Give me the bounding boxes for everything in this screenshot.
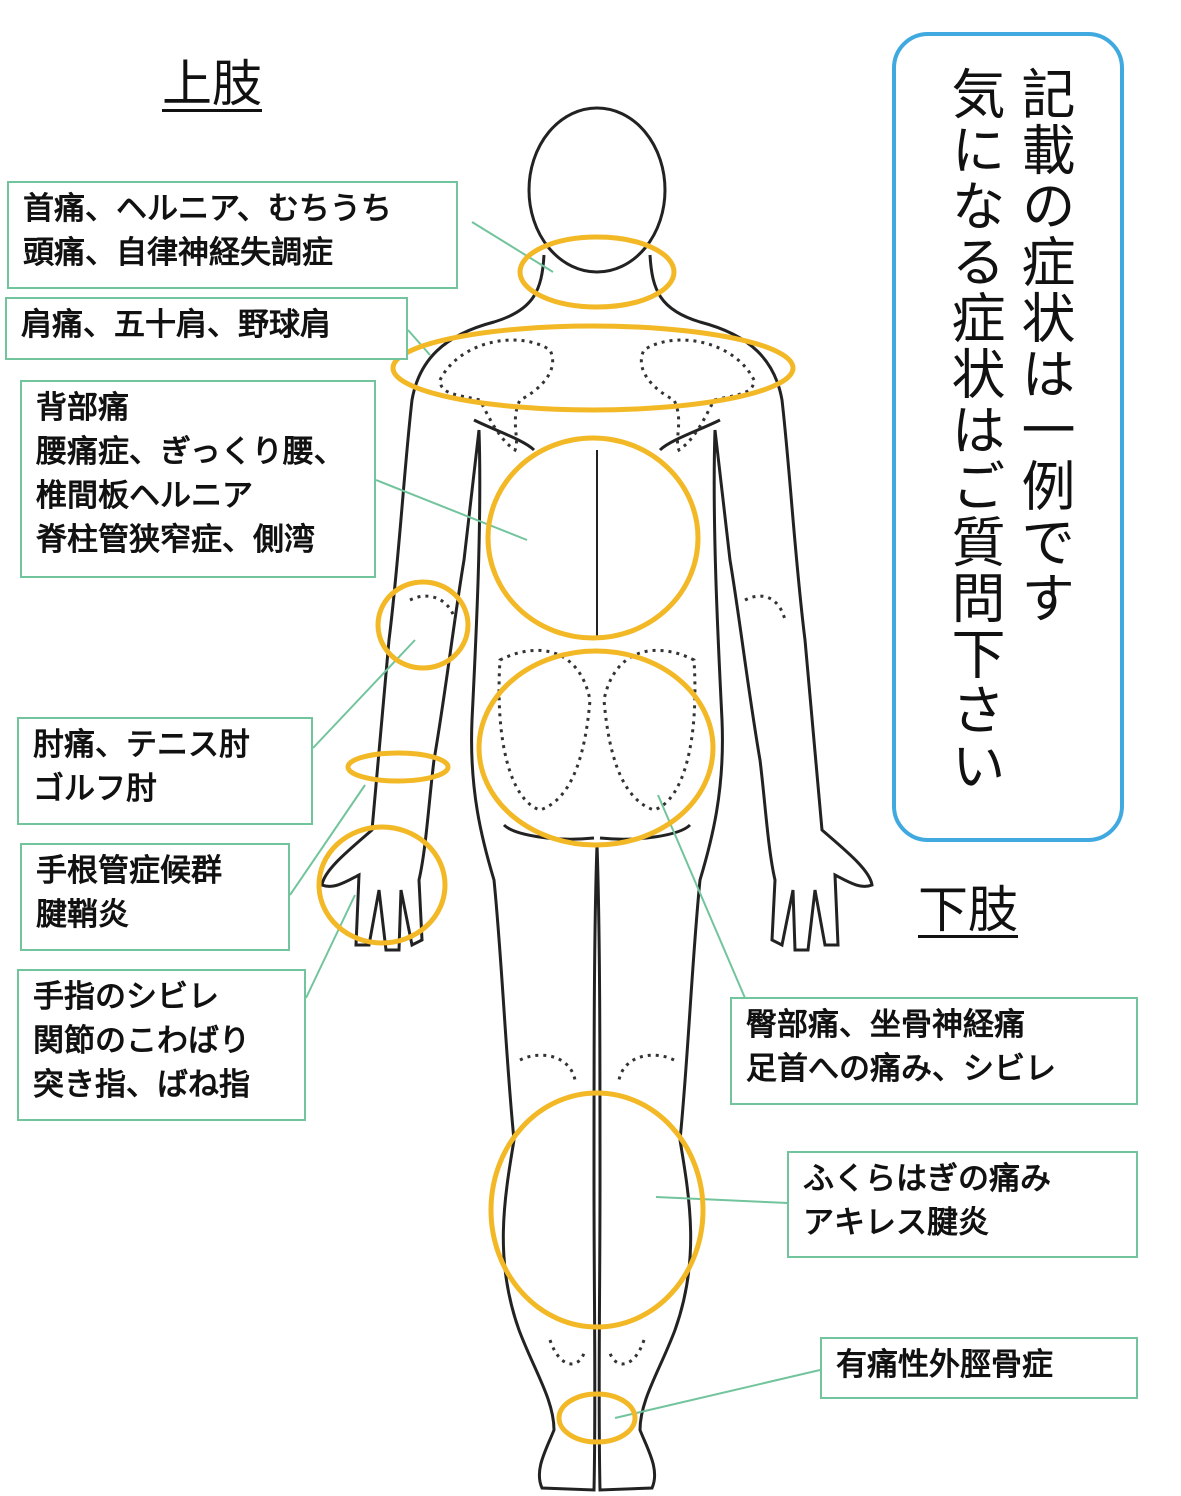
body-right-half bbox=[595, 254, 874, 1492]
skeleton-dotted bbox=[409, 338, 787, 1366]
label-shoulder: 肩痛、五十肩、野球肩 bbox=[5, 297, 408, 360]
label-fingers: 手指のシビレ 関節のこわばり 突き指、ばね指 bbox=[17, 969, 306, 1121]
body-left-half bbox=[320, 254, 599, 1492]
wrist-highlight bbox=[345, 750, 451, 784]
upper-limb-heading: 上肢 bbox=[162, 55, 262, 113]
label-line: 足首への痛み、シビレ bbox=[746, 1051, 1056, 1087]
head bbox=[527, 106, 667, 274]
elbow-highlight bbox=[375, 579, 471, 671]
hip-highlight bbox=[476, 648, 716, 848]
neck-highlight bbox=[517, 234, 677, 310]
label-ankle: 有痛性外脛骨症 bbox=[820, 1337, 1138, 1399]
label-wrist: 手根管症候群 腱鞘炎 bbox=[20, 843, 290, 951]
label-line: 肩痛、五十肩、野球肩 bbox=[21, 307, 331, 343]
ankle-highlight bbox=[556, 1391, 638, 1445]
label-line: 手指のシビレ bbox=[33, 979, 219, 1015]
back-highlight bbox=[485, 435, 701, 641]
label-neck: 首痛、ヘルニア、むちうち 頭痛、自律神経失調症 bbox=[7, 181, 458, 289]
label-line: 手根管症候群 bbox=[36, 853, 222, 889]
label-line: 突き指、ばね指 bbox=[33, 1067, 250, 1103]
calf-highlight bbox=[488, 1090, 706, 1330]
label-line: 背部痛 bbox=[36, 390, 129, 426]
note-line-2: 気になる症状はご質問下さい bbox=[942, 66, 1005, 794]
label-calf: ふくらはぎの痛み アキレス腱炎 bbox=[787, 1151, 1138, 1258]
label-line: 関節のこわばり bbox=[33, 1023, 250, 1059]
note-line-1: 記載の症状は一例です bbox=[1012, 66, 1075, 626]
label-back: 背部痛 腰痛症、ぎっくり腰、 椎間板ヘルニア 脊柱管狭窄症、側湾 bbox=[20, 380, 376, 578]
highlight-circles bbox=[316, 234, 796, 1445]
label-line: ゴルフ肘 bbox=[33, 771, 157, 807]
label-line: 頭痛、自律神経失調症 bbox=[23, 235, 333, 271]
label-line: 椎間板ヘルニア bbox=[36, 478, 253, 514]
label-line: 脊柱管狭窄症、側湾 bbox=[36, 522, 315, 558]
label-elbow: 肘痛、テニス肘 ゴルフ肘 bbox=[17, 717, 313, 825]
disclaimer-note: 記載の症状は一例です 気になる症状はご質問下さい bbox=[892, 32, 1124, 842]
label-buttock: 臀部痛、坐骨神経痛 足首への痛み、シビレ bbox=[730, 997, 1138, 1105]
lower-limb-heading: 下肢 bbox=[918, 881, 1018, 939]
label-line: 肘痛、テニス肘 bbox=[33, 727, 250, 763]
label-line: ふくらはぎの痛み bbox=[803, 1161, 1051, 1197]
label-line: 臀部痛、坐骨神経痛 bbox=[746, 1007, 1025, 1043]
label-line: 首痛、ヘルニア、むちうち bbox=[23, 191, 392, 227]
label-line: アキレス腱炎 bbox=[803, 1205, 989, 1241]
shoulder-highlight bbox=[390, 323, 796, 413]
hand-highlight bbox=[316, 824, 448, 946]
body-outline bbox=[320, 106, 874, 1492]
label-line: 腱鞘炎 bbox=[36, 897, 129, 933]
leader-lines bbox=[289, 221, 821, 1419]
label-line: 有痛性外脛骨症 bbox=[836, 1347, 1053, 1383]
label-line: 腰痛症、ぎっくり腰、 bbox=[36, 434, 345, 470]
